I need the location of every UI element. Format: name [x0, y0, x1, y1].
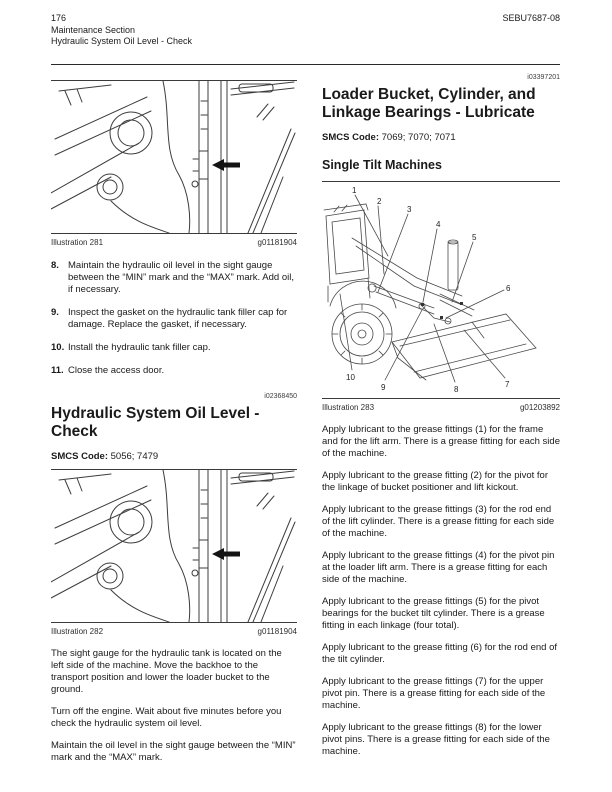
doc-code: SEBU7687-08	[502, 13, 560, 23]
illustration-282-caption: Illustration 282 g01181904	[51, 626, 297, 638]
subsection-title: Hydraulic System Oil Level - Check	[51, 36, 193, 46]
callout-1: 1	[352, 186, 357, 195]
step-text: Install the hydraulic tank filler cap.	[68, 342, 211, 353]
paragraph: Apply lubricant to the grease fitting (6…	[322, 642, 557, 665]
paragraph: Apply lubricant to the grease fitting (2…	[322, 470, 549, 493]
smcs-value: 5056; 7479	[110, 451, 159, 462]
section-heading-loader-bucket-lubricate: Loader Bucket, Cylinder, and Linkage Bea…	[322, 86, 536, 121]
paragraph: Maintain the oil level in the sight gaug…	[51, 740, 296, 763]
step-11: 11. Close the access door.	[51, 365, 297, 377]
article-id: i02368450	[264, 393, 297, 400]
pointer-arrow-icon	[212, 548, 240, 560]
pointer-arrow-icon	[212, 159, 240, 171]
callout-9: 9	[381, 383, 386, 392]
header-rule	[51, 64, 560, 65]
paragraph: Apply lubricant to the grease fittings (…	[322, 596, 545, 631]
callout-3: 3	[407, 205, 412, 214]
callout-8: 8	[454, 385, 459, 394]
smcs-code-line: SMCS Code: 7069; 7070; 7071	[322, 132, 560, 144]
illustration-282-frame	[51, 469, 297, 623]
right-column: i03397201 Loader Bucket, Cylinder, and L…	[322, 72, 560, 758]
illustration-label: Illustration 282	[51, 627, 104, 636]
step-text: Maintain the hydraulic oil level in the …	[68, 260, 294, 295]
step-number: 10.	[51, 342, 65, 353]
section-title: Maintenance Section	[51, 24, 136, 35]
smcs-code-line: SMCS Code: 5056; 7479	[51, 451, 297, 463]
sight-gauge-illustration	[51, 470, 296, 622]
callout-5: 5	[472, 233, 477, 242]
smcs-value: 7069; 7070; 7071	[381, 132, 456, 143]
illustration-label: Illustration 281	[51, 238, 104, 247]
illustration-281-frame	[51, 80, 297, 234]
step-8: 8. Maintain the hydraulic oil level in t…	[51, 260, 297, 296]
paragraph: The sight gauge for the hydraulic tank i…	[51, 648, 282, 695]
step-9: 9. Inspect the gasket on the hydraulic t…	[51, 307, 297, 331]
article-id: i03397201	[527, 74, 560, 81]
illustration-code: g01203892	[519, 403, 560, 412]
illustration-283-caption: Illustration 283 g01203892	[322, 402, 560, 414]
callout-6: 6	[506, 284, 511, 293]
callout-4: 4	[436, 220, 441, 229]
step-number: 11.	[51, 365, 64, 376]
callout-10: 10	[346, 373, 355, 382]
illustration-code: g01181904	[257, 627, 297, 636]
section-heading-hydraulic-oil-level: Hydraulic System Oil Level - Check	[51, 405, 260, 440]
page-header: 176 Maintenance Section Hydraulic System…	[51, 13, 560, 48]
page-number: 176	[51, 13, 67, 23]
smcs-label: SMCS Code:	[51, 451, 108, 462]
smcs-label: SMCS Code:	[322, 132, 379, 143]
sight-gauge-illustration	[51, 81, 296, 233]
paragraph: Apply lubricant to the grease fittings (…	[322, 550, 555, 585]
callout-2: 2	[377, 197, 382, 206]
illustration-code: g01181904	[257, 238, 297, 247]
step-number: 9.	[51, 307, 59, 318]
paragraph: Apply lubricant to the grease fittings (…	[322, 504, 555, 539]
illustration-283-frame: 1 2 3 4 5 6 7 8 9 10	[322, 181, 560, 399]
paragraph: Apply lubricant to the grease fittings (…	[322, 722, 550, 757]
step-text: Close the access door.	[68, 365, 165, 376]
paragraph: Apply lubricant to the grease fittings (…	[322, 676, 546, 711]
loader-machine-illustration: 1 2 3 4 5 6 7 8 9 10	[323, 186, 537, 394]
subheading-single-tilt-machines: Single Tilt Machines	[322, 158, 442, 172]
step-text: Inspect the gasket on the hydraulic tank…	[68, 307, 288, 330]
left-column: Illustration 281 g01181904 8. Maintain t…	[51, 80, 297, 764]
paragraph: Apply lubricant to the grease fittings (…	[322, 424, 560, 459]
step-number: 8.	[51, 260, 59, 271]
callout-7: 7	[505, 380, 510, 389]
step-10: 10. Install the hydraulic tank filler ca…	[51, 342, 297, 354]
illustration-label: Illustration 283	[322, 403, 375, 412]
paragraph: Turn off the engine. Wait about five min…	[51, 706, 282, 729]
illustration-281-caption: Illustration 281 g01181904	[51, 237, 297, 249]
